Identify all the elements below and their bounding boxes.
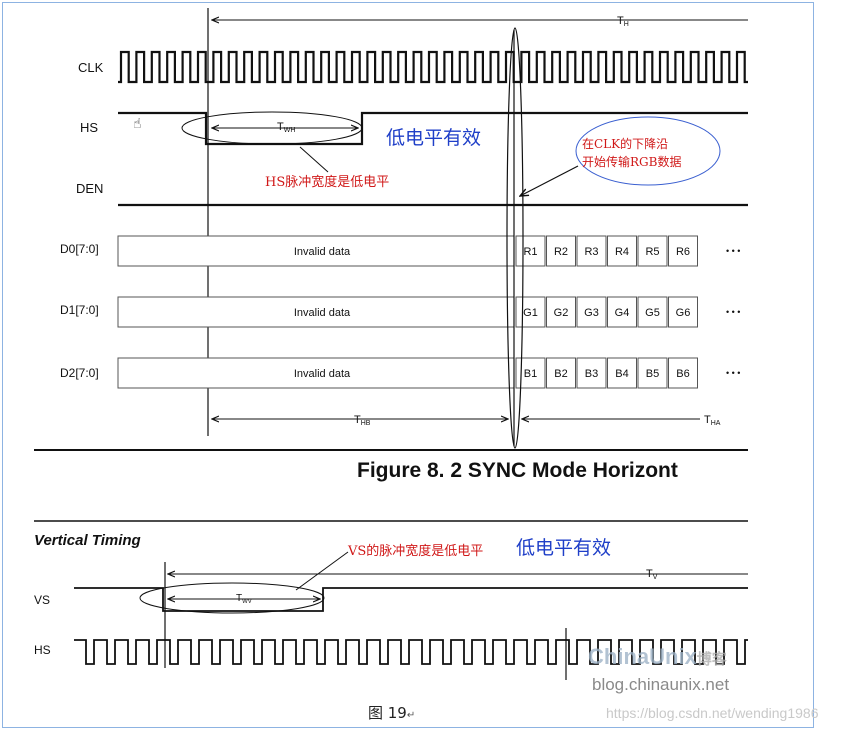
signal-d1-label: D1[7:0]: [60, 303, 99, 317]
signal-clk-label: CLK: [78, 60, 104, 75]
vs-pulse-note: VS的脉冲宽度是低电平: [347, 543, 483, 559]
image-frame: [2, 2, 814, 728]
d1-cell-label: G2: [554, 307, 569, 319]
signal-den-label: DEN: [76, 181, 103, 196]
low-active-note: 低电平有效: [386, 127, 481, 149]
d0-cell-box: [546, 235, 576, 267]
d0-cell-label: R2: [554, 246, 568, 258]
figure-title: Figure 8. 2 SYNC Mode Horizont: [357, 459, 678, 482]
d1-data-cells: G1 G2 G3 G4 G5 G6: [515, 296, 698, 328]
d2-invalid-box: [117, 357, 515, 389]
d2-cell-box: [637, 357, 668, 389]
csdn-watermark: https://blog.csdn.net/wending1986: [606, 705, 819, 721]
tv-label: TV: [646, 568, 658, 581]
th-label: TH: [617, 15, 629, 28]
d2-cell-label: B4: [615, 368, 628, 380]
d2-invalid-text: Invalid data: [294, 368, 351, 380]
d0-cell-box: [607, 235, 637, 267]
figure-caption: 图 19↵: [368, 702, 415, 723]
thb-label: THB: [354, 414, 371, 427]
d2-data-cells: B1 B2 B3 B4 B5 B6: [515, 357, 698, 389]
d2-cell-label: B2: [554, 368, 567, 380]
d0-cell-label: R5: [645, 246, 659, 258]
d0-cell-box: [668, 235, 698, 267]
d1-cell-box: [576, 296, 607, 328]
d2-ellipsis: • • •: [726, 368, 740, 378]
twv-label: TWV: [236, 593, 252, 605]
d0-cell-label: R3: [584, 246, 598, 258]
d1-cell-label: G6: [676, 307, 691, 319]
clk-note-line1: 在CLK的下降沿: [582, 136, 668, 151]
d1-cell-box: [668, 296, 698, 328]
vs-note-pointer: [295, 551, 349, 591]
twv-ellipse: [139, 582, 325, 614]
clk-note-ellipse: [575, 116, 721, 186]
d2-cell-box: [668, 357, 698, 389]
d0-ellipsis: • • •: [726, 246, 740, 256]
d0-cell-label: R6: [676, 246, 690, 258]
d2-cell-box: [576, 357, 607, 389]
vs-low-active-note: 低电平有效: [516, 537, 611, 559]
d1-cell-label: G5: [645, 307, 660, 319]
d1-cell-label: G4: [615, 307, 630, 319]
tha-label: THA: [704, 414, 721, 427]
hand-cursor-icon: ☝: [133, 115, 142, 131]
hs-pulse-note: HS脉冲宽度是低电平: [265, 174, 389, 190]
caption-text: 图 19: [368, 704, 407, 722]
hs-note-pointer: [299, 146, 329, 173]
d0-cell-label: R4: [615, 246, 629, 258]
signal-d2-label: D2[7:0]: [60, 366, 99, 380]
d2-cell-label: B1: [524, 368, 537, 380]
d1-ellipsis: • • •: [726, 307, 740, 317]
d1-invalid-box: [117, 296, 515, 328]
clk-note-pointer: [520, 165, 579, 196]
d2-cell-label: B6: [676, 368, 689, 380]
signal-hs-label: HS: [80, 120, 98, 135]
d2-cell-label: B5: [646, 368, 659, 380]
vertical-timing-title: Vertical Timing: [34, 532, 141, 549]
d0-data-cells: R1 R2 R3 R4 R5 R6: [515, 235, 698, 267]
d1-invalid-text: Invalid data: [294, 307, 351, 319]
d1-cell-box: [546, 296, 576, 328]
d1-cell-box: [607, 296, 637, 328]
d0-cell-label: R1: [523, 246, 537, 258]
d0-cell-box: [515, 235, 546, 267]
caption-mark: ↵: [406, 710, 416, 721]
signal-d0-label: D0[7:0]: [60, 242, 99, 256]
vs-label: VS: [34, 593, 50, 607]
twh-label: TWH: [277, 121, 295, 134]
chinaunix-logo: ChinaUnix博客: [588, 644, 728, 669]
clk-note-line2: 开始传输RGB数据: [582, 154, 681, 169]
d2-cell-label: B3: [585, 368, 598, 380]
d0-cell-box: [637, 235, 668, 267]
d0-invalid-text: Invalid data: [294, 246, 351, 258]
d2-cell-box: [607, 357, 637, 389]
d1-cell-box: [515, 296, 546, 328]
hs-vertical-label: HS: [34, 643, 51, 657]
d0-cell-box: [576, 235, 607, 267]
clk-waveform: [118, 50, 748, 84]
d1-cell-box: [637, 296, 668, 328]
d2-cell-box: [546, 357, 576, 389]
clk-edge-ellipse: [506, 27, 524, 449]
vs-waveform: [74, 587, 748, 612]
twh-ellipse: [181, 111, 363, 145]
d1-cell-label: G1: [523, 307, 538, 319]
chinaunix-url: blog.chinaunix.net: [592, 675, 729, 694]
d1-cell-label: G3: [584, 307, 599, 319]
hs-vertical-waveform: [74, 639, 748, 665]
